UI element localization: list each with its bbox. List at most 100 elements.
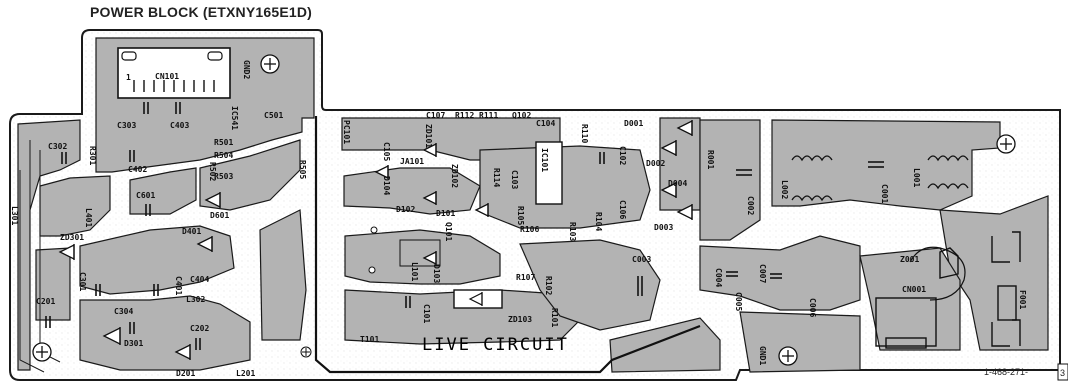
label-r504: R504 (214, 151, 233, 160)
label-c002: C002 (746, 196, 755, 215)
label-r102: R102 (544, 276, 553, 295)
label-d003: D003 (654, 223, 673, 232)
label-f001: F001 (1018, 290, 1027, 309)
label-r501: R501 (214, 138, 233, 147)
z001-curve (909, 246, 966, 301)
label-c402: C402 (128, 165, 147, 174)
label-r301: R301 (88, 146, 97, 165)
mounting-hole-icon (996, 134, 1016, 154)
label-r114: R114 (492, 168, 501, 187)
edge-number: 3 (1060, 368, 1065, 378)
label-c404: C404 (190, 275, 209, 284)
label-cn001: CN001 (902, 285, 926, 294)
capacitor-symbols (45, 102, 884, 350)
label-c007: C007 (758, 264, 767, 283)
label-r001: R001 (706, 150, 715, 169)
copper-traces (17, 37, 1049, 373)
label-l302: L302 (186, 295, 205, 304)
edge-number-box (1057, 363, 1068, 381)
t101-outline (399, 239, 441, 267)
label-d401: D401 (182, 227, 201, 236)
label-r111: R111 (479, 111, 498, 120)
label-c004: C004 (714, 268, 723, 287)
label-z001: Z001 (900, 255, 919, 264)
screw-ground-icon (300, 346, 312, 358)
live-circuit-label: LIVE CIRCUIT (422, 335, 569, 355)
label-d004: D004 (668, 179, 687, 188)
label-cn101: CN101 (155, 72, 179, 81)
label-c601: C601 (136, 191, 155, 200)
label-q102: Q102 (512, 111, 531, 120)
outline-trace (314, 116, 701, 374)
label-r105: R105 (516, 206, 525, 225)
label-c501: C501 (264, 111, 283, 120)
label-r503: R503 (214, 172, 233, 181)
zd103-component (453, 289, 503, 309)
label-r106: R106 (520, 225, 539, 234)
label-l002: L002 (780, 180, 789, 199)
diode-symbols (58, 119, 693, 361)
label-ic101: IC101 (540, 148, 549, 172)
label-c105: C105 (382, 142, 391, 161)
label-gnd2: GND2 (242, 60, 251, 79)
label-c006: C006 (808, 298, 817, 317)
label-r110: R110 (580, 124, 589, 143)
label-c303: C303 (117, 121, 136, 130)
label-c104: C104 (536, 119, 555, 128)
label-l401: L401 (84, 208, 93, 227)
label-r104: R104 (594, 212, 603, 231)
pin-one-marker: 1 (126, 73, 131, 82)
label-c103: C103 (510, 170, 519, 189)
label-d101: D101 (436, 209, 455, 218)
label-t101: T101 (360, 335, 379, 344)
inductor-coils (791, 155, 969, 202)
cn001-connector (875, 231, 1021, 349)
label-r101: R101 (550, 308, 559, 327)
label-c301: C301 (78, 272, 87, 291)
label-c302: C302 (48, 142, 67, 151)
label-c107: C107 (426, 111, 445, 120)
mounting-hole-icon (260, 54, 280, 74)
label-l001: L001 (912, 168, 921, 187)
label-zd301: ZD301 (60, 233, 84, 242)
label-r103: R103 (568, 222, 577, 241)
ic101-package (535, 141, 563, 205)
screw-ground-icon (778, 346, 798, 366)
via-point (370, 226, 378, 234)
label-c202: C202 (190, 324, 209, 333)
label-d001: D001 (624, 119, 643, 128)
label-l201: L201 (236, 369, 255, 378)
label-c101: C101 (422, 304, 431, 323)
label-d102: D102 (396, 205, 415, 214)
label-c102: C102 (618, 146, 627, 165)
label-d103: D103 (432, 264, 441, 283)
label-ic541: IC541 (230, 106, 239, 130)
cn101-connector: 1 (117, 47, 231, 99)
label-zd102: ZD102 (450, 164, 459, 188)
label-zd103: ZD103 (508, 315, 532, 324)
label-zd101: ZD101 (424, 124, 433, 148)
label-c401: C401 (174, 276, 183, 295)
label-c003: C003 (632, 255, 651, 264)
label-r502: R502 (208, 162, 217, 181)
label-d104: D104 (382, 176, 391, 195)
label-pc101: PC101 (342, 120, 351, 144)
mounting-hole-icon (32, 342, 52, 362)
label-d002: D002 (646, 159, 665, 168)
label-d301: D301 (124, 339, 143, 348)
block-title: POWER BLOCK (ETXNY165E1D) (90, 4, 313, 20)
label-c005: C005 (734, 292, 743, 311)
label-r107: R107 (516, 273, 535, 282)
label-c403: C403 (170, 121, 189, 130)
label-r505: R505 (298, 160, 307, 179)
board-part-number: 1-468-271- (984, 367, 1028, 377)
label-d601: D601 (210, 211, 229, 220)
label-ja101: JA101 (400, 157, 424, 166)
label-l101: L101 (410, 262, 419, 281)
label-d201: D201 (176, 369, 195, 378)
label-l301: L301 (10, 206, 19, 225)
via-point (368, 266, 376, 274)
label-q101: Q101 (444, 222, 453, 241)
label-c001: C001 (880, 184, 889, 203)
